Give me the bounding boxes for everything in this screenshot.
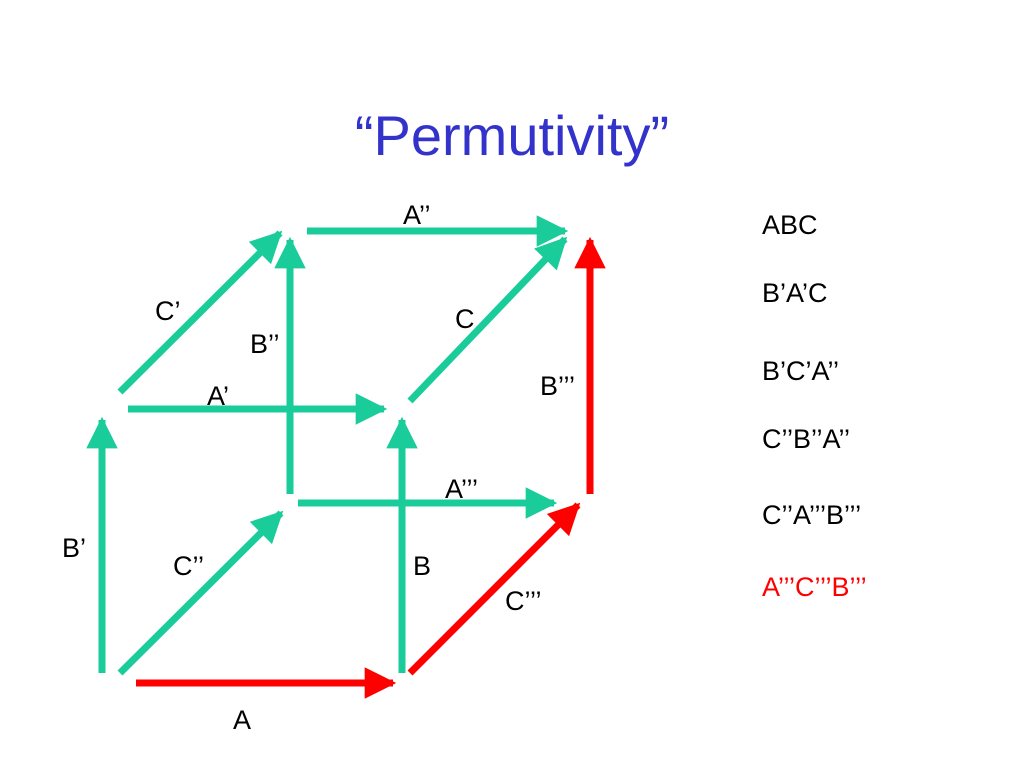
label-b-triple: B’’’ <box>540 371 575 401</box>
path-item: C’’A’’’B’’’ <box>762 500 861 531</box>
arrow-c <box>407 236 568 404</box>
label-b-double: B’’ <box>250 329 280 359</box>
path-item: C’’B’’A’’ <box>762 424 850 455</box>
label-c-double: C’’ <box>173 551 204 581</box>
slide-title: “Permutivity” <box>354 104 670 167</box>
path-text: A’’’C’’’B’’’ <box>762 572 867 602</box>
path-item-highlighted: A’’’C’’’B’’’ <box>762 572 867 603</box>
arrow-c-double <box>117 510 284 676</box>
path-text: C’’A’’’B’’’ <box>762 500 862 530</box>
label-b: B <box>413 551 431 581</box>
path-text: B’C’A’’ <box>762 356 840 386</box>
label-a-double: A’’ <box>403 200 431 230</box>
path-text: ABC <box>762 210 818 240</box>
path-item: B’A’C <box>762 278 828 309</box>
arrow-c-triple <box>407 502 581 676</box>
label-a: A <box>233 705 251 735</box>
label-c-prime: C’ <box>155 296 181 326</box>
path-text: C’’B’’A’’ <box>762 424 851 454</box>
label-c: C <box>455 304 475 334</box>
arrow-c-prime <box>117 230 283 395</box>
label-b-prime: B’ <box>62 533 86 563</box>
path-item: ABC <box>762 210 818 241</box>
label-a-triple: A’’’ <box>445 474 478 504</box>
label-c-triple: C’’’ <box>505 586 542 616</box>
path-text: B’A’C <box>762 278 828 308</box>
label-a-prime: A’ <box>207 381 229 411</box>
path-item: B’C’A’’ <box>762 356 839 387</box>
